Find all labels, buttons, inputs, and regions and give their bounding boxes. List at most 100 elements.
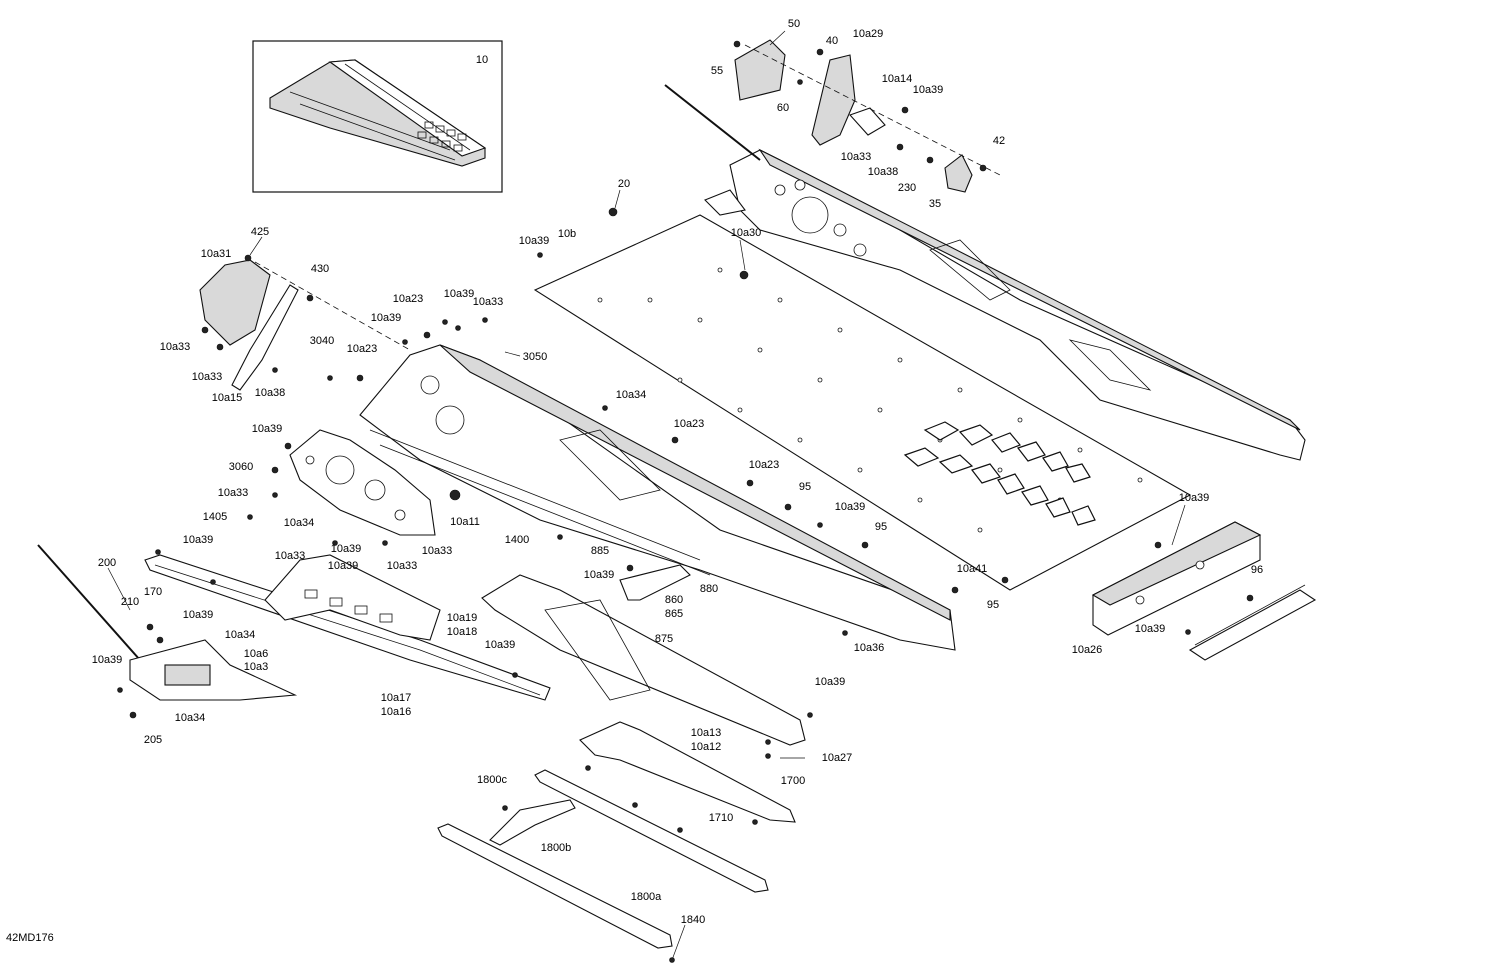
callout-10a33: 10a33 <box>421 545 453 557</box>
callout-10a31: 10a31 <box>200 248 232 260</box>
callout-1710: 1710 <box>708 812 734 824</box>
callout-10a39: 10a39 <box>814 676 846 688</box>
bracket-35 <box>944 154 973 193</box>
callout-10a34: 10a34 <box>224 629 256 641</box>
bracket-10a31 <box>199 259 411 391</box>
callout-430: 430 <box>310 263 330 275</box>
callout-10a23: 10a23 <box>673 418 705 430</box>
bracket-96 <box>1188 584 1317 661</box>
callout-10a39: 10a39 <box>1178 492 1210 504</box>
callout-10a38: 10a38 <box>254 387 286 399</box>
callout-10a15: 10a15 <box>211 392 243 404</box>
callout-10a34: 10a34 <box>615 389 647 401</box>
callout-1800b: 1800b <box>540 842 572 854</box>
callout-42: 42 <box>992 135 1006 147</box>
callout-205: 205 <box>143 734 163 746</box>
callout-885: 885 <box>590 545 610 557</box>
callout-10a16: 10a16 <box>380 706 412 718</box>
callout-1840: 1840 <box>680 914 706 926</box>
callout-10a41: 10a41 <box>956 563 988 575</box>
callout-10a34: 10a34 <box>283 517 315 529</box>
callout-35: 35 <box>928 198 942 210</box>
callout-3040: 3040 <box>309 335 335 347</box>
callout-10a39: 10a39 <box>370 312 402 324</box>
bracket-1800b <box>489 799 576 846</box>
footrest-frame-10a19 <box>264 554 441 641</box>
callout-10a13: 10a13 <box>690 727 722 739</box>
fasteners <box>117 40 1254 963</box>
callout-10a19: 10a19 <box>446 612 478 624</box>
callout-10a17: 10a17 <box>380 692 412 704</box>
callout-10a26: 10a26 <box>1071 644 1103 656</box>
callout-1700: 1700 <box>780 775 806 787</box>
callout-10a33: 10a33 <box>217 487 249 499</box>
callout-10a39: 10a39 <box>443 288 475 300</box>
inset-assembly-view <box>252 40 503 193</box>
callout-1405: 1405 <box>202 511 228 523</box>
callout-3060: 3060 <box>228 461 254 473</box>
inset-label: 10 <box>475 54 489 66</box>
callout-10b: 10b <box>557 228 577 240</box>
left-tunnel-rail <box>359 344 956 651</box>
callout-10a33: 10a33 <box>191 371 223 383</box>
callout-10a39: 10a39 <box>912 84 944 96</box>
callout-10a23: 10a23 <box>346 343 378 355</box>
callout-95: 95 <box>798 481 812 493</box>
callout-50: 50 <box>787 18 801 30</box>
callout-10a39: 10a39 <box>182 534 214 546</box>
callout-880: 880 <box>699 583 719 595</box>
callout-60: 60 <box>776 102 790 114</box>
callout-10a33: 10a33 <box>386 560 418 572</box>
callout-10a33: 10a33 <box>840 151 872 163</box>
callout-10a3: 10a3 <box>243 661 269 673</box>
callout-425: 425 <box>250 226 270 238</box>
tunnel-plate-10b <box>533 214 1192 591</box>
callout-10a38: 10a38 <box>867 166 899 178</box>
runner-1800a <box>437 823 673 949</box>
drawing-id: 42MD176 <box>6 932 54 944</box>
callout-10a39: 10a39 <box>251 423 283 435</box>
callout-10a29: 10a29 <box>852 28 884 40</box>
callout-10a39: 10a39 <box>484 639 516 651</box>
callout-10a33: 10a33 <box>159 341 191 353</box>
callout-96: 96 <box>1250 564 1264 576</box>
callout-10a39: 10a39 <box>583 569 615 581</box>
callout-10a39: 10a39 <box>1134 623 1166 635</box>
callout-3050: 3050 <box>522 351 548 363</box>
callout-1400: 1400 <box>504 534 530 546</box>
callout-55: 55 <box>710 65 724 77</box>
callout-200: 200 <box>97 557 117 569</box>
callout-10a39: 10a39 <box>91 654 123 666</box>
callout-10a23: 10a23 <box>748 459 780 471</box>
callout-10a18: 10a18 <box>446 626 478 638</box>
callout-10a23: 10a23 <box>392 293 424 305</box>
callout-860: 860 <box>664 594 684 606</box>
callout-95: 95 <box>874 521 888 533</box>
callout-95: 95 <box>986 599 1000 611</box>
front-bumper-assembly <box>37 544 298 701</box>
callout-40: 40 <box>825 35 839 47</box>
bracket-860 <box>619 564 691 601</box>
footrest-10a13 <box>481 574 806 746</box>
callout-10a39: 10a39 <box>182 609 214 621</box>
runner-1800c <box>534 769 769 893</box>
callout-10a14: 10a14 <box>881 73 913 85</box>
callout-1800a: 1800a <box>630 891 662 903</box>
callout-10a39: 10a39 <box>327 560 359 572</box>
callout-10a30: 10a30 <box>730 227 762 239</box>
callout-10a12: 10a12 <box>690 741 722 753</box>
rear-crossbar-10a26 <box>1091 521 1262 636</box>
callout-10a34: 10a34 <box>174 712 206 724</box>
leader-lines <box>107 30 1186 961</box>
callout-10a39: 10a39 <box>330 543 362 555</box>
callout-20: 20 <box>617 178 631 190</box>
callout-10a27: 10a27 <box>821 752 853 764</box>
footrest-10a17 <box>144 554 551 701</box>
callout-1800c: 1800c <box>477 774 507 786</box>
callout-10a6: 10a6 <box>243 648 269 660</box>
right-tunnel-rail <box>664 84 1306 461</box>
callout-875: 875 <box>654 633 674 645</box>
callout-865: 865 <box>664 608 684 620</box>
